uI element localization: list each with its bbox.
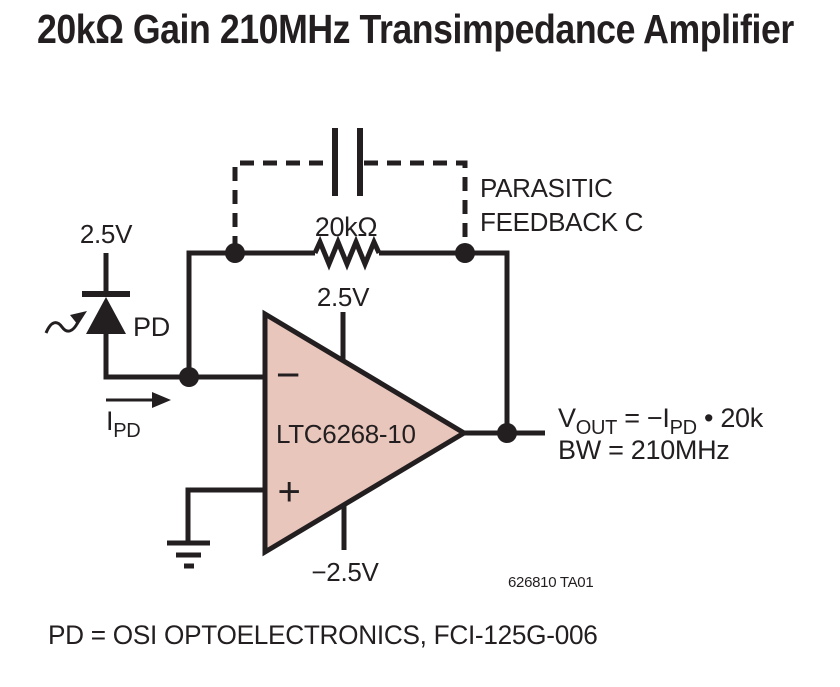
photodiode-supply-label: 2.5V [80,219,133,249]
positive-supply-label: 2.5V [317,282,370,312]
figure-footnote: PD = OSI OPTOELECTRONICS, FCI-125G-006 [48,620,598,650]
opamp-triangle [262,309,469,557]
resistor-value-label: 20kΩ [315,212,378,242]
dashed-wire-left [232,160,331,250]
negative-supply-label: −2.5V [311,557,379,587]
parasitic-feedback-branch: PARASITIC FEEDBACK C [232,128,643,250]
ground-branch [167,487,265,569]
noninverting-wire [185,487,265,541]
input-wire [103,334,265,380]
output-equation: VOUT = −IPD • 20k [558,403,764,439]
summing-node-dot [179,367,199,387]
photodiode-label: PD [133,312,170,342]
output-branch: VOUT = −IPD • 20k BW = 210MHz [464,403,764,465]
inverting-input-symbol: − [276,351,300,398]
photocurrent-arrow-icon [106,392,171,408]
junction-dot-right [455,243,475,263]
parasitic-label-line1: PARASITIC [480,173,613,203]
feedback-wire-right [379,250,510,433]
opamp: − + LTC6268-10 2.5V −2.5V [262,282,469,587]
figure-reference: 626810 TA01 [508,574,593,591]
parasitic-label-line2: FEEDBACK C [480,207,643,237]
noninverting-input-symbol: + [277,470,300,514]
photocurrent-label: IPD [106,406,140,442]
photodiode-icon [82,291,130,334]
resistor-icon [312,235,382,271]
output-node-dot [497,423,517,443]
output-bandwidth-label: BW = 210MHz [558,435,730,465]
dashed-wire-right [364,160,468,250]
junction-dot-left [225,243,245,263]
figure-title: 20kΩ Gain 210MHz Transimpedance Amplifie… [37,6,794,52]
opamp-part-number: LTC6268-10 [276,419,416,449]
photodiode-branch: 2.5V PD IPD [44,219,265,442]
feedback-resistor-branch: 20kΩ [186,212,510,433]
ground-icon [167,540,210,569]
capacitor-icon [332,128,363,196]
feedback-wire-left [186,250,315,377]
light-arrow-icon [44,311,87,334]
